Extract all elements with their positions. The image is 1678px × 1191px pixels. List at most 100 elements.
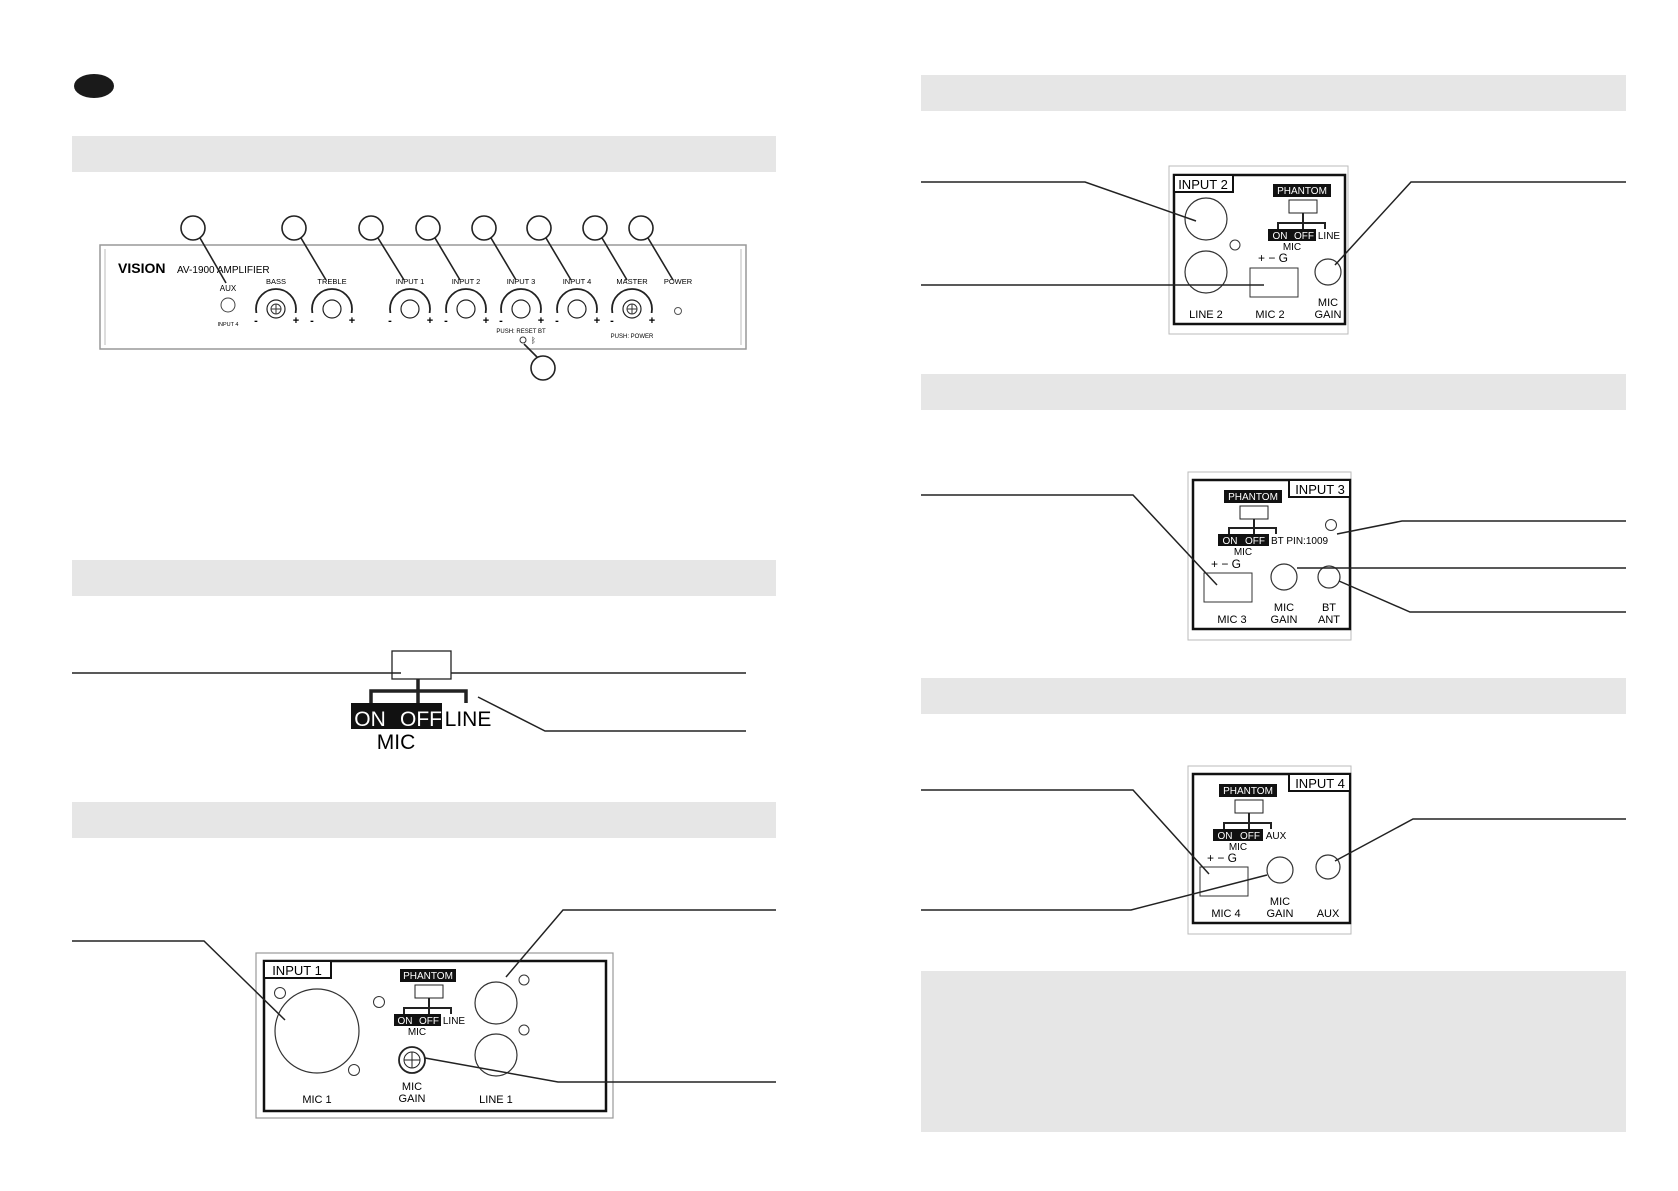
input2-plus: + (483, 315, 489, 327)
input2-switch-mic: MIC (1283, 242, 1301, 253)
switch-leaders (72, 672, 746, 732)
section-bar-switch (72, 560, 776, 596)
treble-plus: + (349, 315, 355, 327)
switch-on-label: ON (354, 708, 386, 731)
input2-upper-jack (1184, 197, 1228, 241)
control-label-input3: INPUT 3 (507, 277, 536, 286)
aux-jack (220, 297, 236, 313)
input1-title: INPUT 1 (272, 963, 322, 978)
input4-switch-aux: AUX (1266, 831, 1287, 842)
callout-circle (530, 355, 556, 381)
control-label-treble: TREBLE (317, 277, 346, 286)
input4-switch-off: OFF (1240, 831, 1260, 842)
master-plus: + (649, 315, 655, 327)
input2-switch-on: ON (1273, 231, 1288, 242)
mounting-hole (518, 974, 530, 986)
section-bar-input3 (921, 374, 1626, 410)
input2-mic-label: MIC 2 (1255, 309, 1284, 321)
phantom-switch-large: ON OFF LINE MIC (351, 650, 492, 754)
input2-phantom-label: PHANTOM (1277, 186, 1327, 197)
input1-mic-label: MIC 1 (302, 1094, 331, 1106)
control-label-master: MASTER (616, 277, 648, 286)
input4-mic-label: MIC 4 (1211, 908, 1240, 920)
input4-phantom-label: PHANTOM (1223, 786, 1273, 797)
mic3-terminal-block (1203, 572, 1253, 603)
input2-gain-label-1: MIC (1318, 297, 1338, 309)
bass-minus: - (254, 315, 258, 327)
input3-title: INPUT 3 (1295, 482, 1345, 497)
line1-jack (474, 1033, 518, 1077)
mounting-hole (373, 996, 385, 1008)
input2-gain-label-2: GAIN (1315, 309, 1342, 321)
input4-leaders (921, 789, 1626, 911)
bass-plus: + (293, 315, 299, 327)
callout-circle (471, 215, 497, 241)
input2-terminal-signs: + − G (1258, 251, 1288, 265)
input3-switch-off: OFF (1245, 536, 1265, 547)
mic2-terminal-block (1249, 267, 1299, 298)
input3-plus: + (538, 315, 544, 327)
switch-line-label: LINE (445, 708, 492, 731)
callout-circle (281, 215, 307, 241)
reset-bt-button (519, 336, 527, 344)
input2-minus: - (444, 315, 448, 327)
brand-logo: VISION (118, 260, 165, 276)
input3-gain-label-2: GAIN (1271, 614, 1298, 626)
callout-circle (628, 215, 654, 241)
input1-phantom-label: PHANTOM (403, 971, 453, 982)
callout-circle (180, 215, 206, 241)
control-label-aux: AUX (220, 284, 237, 293)
xlr-mic1-jack (274, 988, 360, 1074)
input3-mic-label: MIC 3 (1217, 614, 1246, 626)
callout-circle (358, 215, 384, 241)
input4-minus: - (555, 315, 559, 327)
bluetooth-icon: ᛒ (531, 336, 536, 345)
input3-bt-label-2: ANT (1318, 614, 1340, 626)
input3-knob (498, 288, 544, 334)
input4-title: INPUT 4 (1295, 776, 1345, 791)
input3-minus: - (499, 315, 503, 327)
section-bar-input2 (921, 75, 1626, 111)
push-power-label: PUSH: POWER (611, 334, 654, 340)
input2-switch-line: LINE (1318, 231, 1341, 242)
input4-plus: + (594, 315, 600, 327)
input3-phantom-label: PHANTOM (1228, 492, 1278, 503)
input3-terminal-signs: + − G (1211, 557, 1241, 571)
input2-line-label: LINE 2 (1189, 309, 1223, 321)
callout-circle (526, 215, 552, 241)
input1-plus: + (427, 315, 433, 327)
input2-switch-off: OFF (1294, 231, 1314, 242)
note-box (921, 971, 1626, 1132)
input1-gain-label-1: MIC (402, 1081, 422, 1093)
input1-minus: - (388, 315, 392, 327)
input4-terminal-signs: + − G (1207, 851, 1237, 865)
input1-switch-line: LINE (443, 1016, 466, 1027)
page-language-marker (74, 74, 114, 98)
input4-switch-on: ON (1218, 831, 1233, 842)
master-minus: - (610, 315, 614, 327)
front-panel: VISION AV-1900 AMPLIFIER AUX INPUT 4 BAS… (99, 244, 747, 350)
input2-knob (443, 288, 489, 334)
control-label-input4: INPUT 4 (563, 277, 592, 286)
line2-jack (1184, 250, 1228, 294)
mounting-hole (274, 987, 286, 999)
mounting-hole (348, 1064, 360, 1076)
model-name: AV-1900 AMPLIFIER (177, 265, 270, 276)
callout-circle (582, 215, 608, 241)
treble-knob (309, 288, 355, 334)
push-reset-bt-label: PUSH: RESET BT (496, 329, 546, 335)
input3-bt-pin: BT PIN:1009 (1271, 536, 1329, 547)
callout-circle (415, 215, 441, 241)
mounting-hole (1229, 239, 1241, 251)
input4-switch-mic: MIC (1229, 842, 1247, 853)
input1-panel: INPUT 1 MIC 1 PHANTOM ON OFF LINE MIC MI… (255, 952, 614, 1119)
section-bar-front (72, 136, 776, 172)
input2-gain-knob (1314, 258, 1342, 286)
front-callouts (180, 215, 674, 381)
input1-leaders (72, 909, 776, 1083)
control-label-bass: BASS (266, 277, 286, 286)
input4-gain-knob (1266, 856, 1294, 884)
input3-gain-label-1: MIC (1274, 602, 1294, 614)
input3-gain-knob (1270, 563, 1298, 591)
